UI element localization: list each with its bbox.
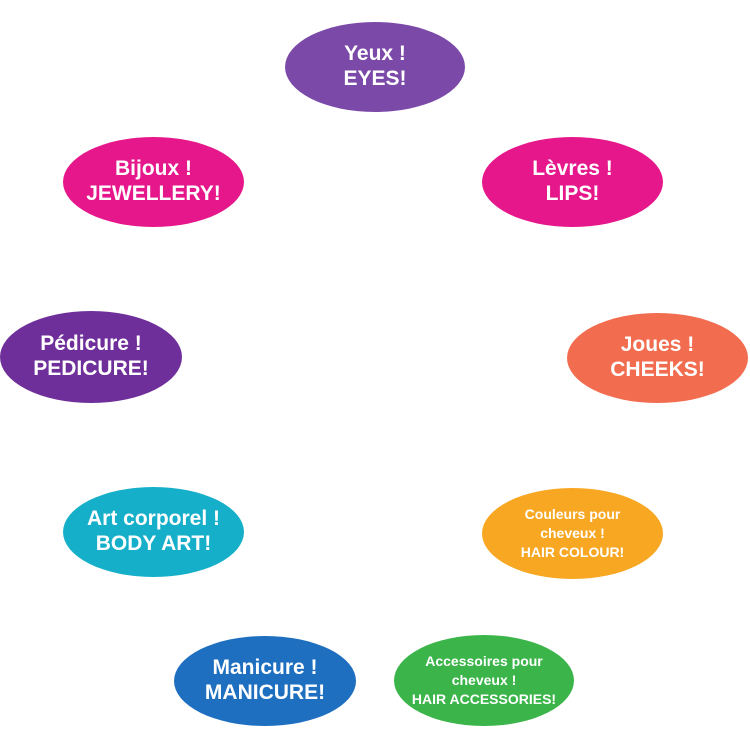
body-art-english-label: BODY ART! [95,532,212,555]
eyes-badge: Yeux ! EYES! [285,22,465,112]
hair-colour-english-label: HAIR COLOUR! [520,543,625,560]
jewellery-english-label: JEWELLERY! [86,182,221,205]
hair-colour-french-label-1: Couleurs pour [524,506,621,523]
manicure-french-label: Manicure ! [212,656,318,680]
cheeks-french-label: Joues ! [620,333,695,357]
hair-colour-badge: Couleurs pour cheveux ! HAIR COLOUR! [482,488,663,579]
hair-accessories-english-label: HAIR ACCESSORIES! [411,690,557,707]
manicure-badge: Manicure ! MANICURE! [174,636,356,726]
cheeks-english-label: CHEEKS! [610,358,705,381]
jewellery-badge: Bijoux ! JEWELLERY! [63,137,244,227]
jewellery-french-label: Bijoux ! [115,157,192,181]
hair-accessories-french-label-2: cheveux ! [451,672,517,689]
hair-accessories-badge: Accessoires pour cheveux ! HAIR ACCESSOR… [394,635,574,726]
hair-accessories-french-label-1: Accessoires pour [425,653,543,670]
body-art-french-label: Art corporel ! [86,507,220,531]
lips-badge: Lèvres ! LIPS! [482,137,663,227]
pedicure-badge: Pédicure ! PEDICURE! [0,311,182,403]
body-art-badge: Art corporel ! BODY ART! [63,487,244,577]
pedicure-english-label: PEDICURE! [33,357,149,380]
eyes-english-label: EYES! [343,67,407,90]
manicure-english-label: MANICURE! [204,681,326,704]
cheeks-badge: Joues ! CHEEKS! [567,313,748,403]
hair-colour-french-label-2: cheveux ! [540,525,605,542]
eyes-french-label: Yeux ! [344,42,406,66]
lips-french-label: Lèvres ! [532,157,613,181]
lips-english-label: LIPS! [545,182,600,205]
pedicure-french-label: Pédicure ! [40,332,142,356]
